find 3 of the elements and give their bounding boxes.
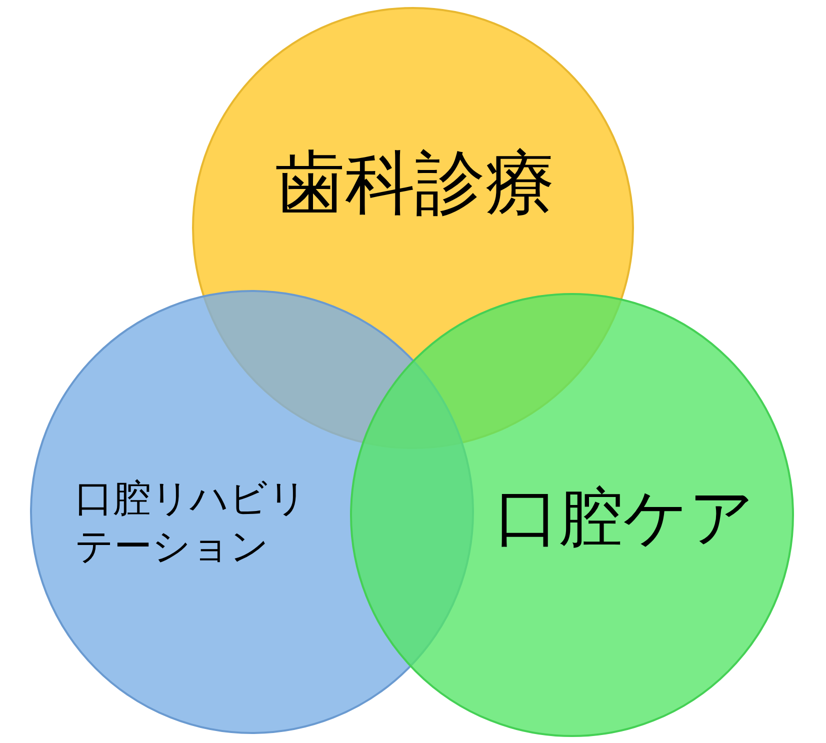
circle-label: 歯科診療: [274, 141, 556, 226]
circle-label: 口腔ケア: [494, 480, 756, 557]
circle-label: 口腔リハビリテーション: [75, 475, 308, 570]
